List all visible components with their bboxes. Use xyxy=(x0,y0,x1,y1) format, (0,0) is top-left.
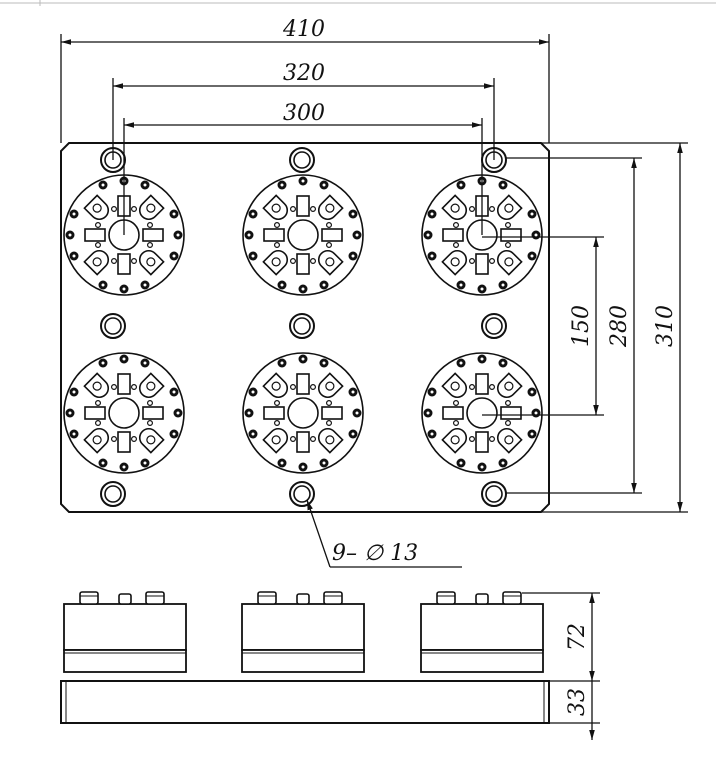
mounting-hole xyxy=(481,313,507,339)
dimension-150 xyxy=(482,236,604,416)
mounting-hole xyxy=(481,481,507,507)
mounting-hole xyxy=(100,481,126,507)
base-plate-side xyxy=(60,680,550,724)
chuck-side-right xyxy=(420,591,544,673)
mounting-hole xyxy=(100,313,126,339)
side-view xyxy=(60,591,550,724)
dimension-label-72: 72 xyxy=(565,623,590,651)
dimension-label-280: 280 xyxy=(607,305,632,348)
chuck-bottom-left xyxy=(63,352,185,474)
chuck-bottom-middle xyxy=(242,352,364,474)
dimension-label-410: 410 xyxy=(282,17,325,42)
dimension-label-300: 300 xyxy=(283,101,325,126)
dimension-320 xyxy=(112,78,495,160)
chuck-side-left xyxy=(63,591,187,673)
dimension-label-320: 320 xyxy=(283,61,325,86)
mounting-hole xyxy=(289,147,315,173)
chuck-top-middle xyxy=(242,174,364,296)
mounting-hole xyxy=(289,313,315,339)
dimension-410 xyxy=(60,34,550,143)
mounting-hole xyxy=(289,481,315,507)
chuck-bottom-right xyxy=(421,352,543,474)
dimension-label-33: 33 xyxy=(565,688,590,716)
dimension-280 xyxy=(506,157,642,494)
dimension-label-310: 310 xyxy=(653,305,678,347)
dimension-300 xyxy=(123,118,483,235)
dimension-33 xyxy=(549,681,600,740)
hole-callout-leader xyxy=(306,499,462,568)
dimension-label-150: 150 xyxy=(569,305,594,347)
hole-callout-label: 9– ∅ 13 xyxy=(332,541,418,566)
chuck-side-middle xyxy=(241,591,365,673)
dimension-310 xyxy=(541,142,688,513)
top-view xyxy=(60,142,550,513)
